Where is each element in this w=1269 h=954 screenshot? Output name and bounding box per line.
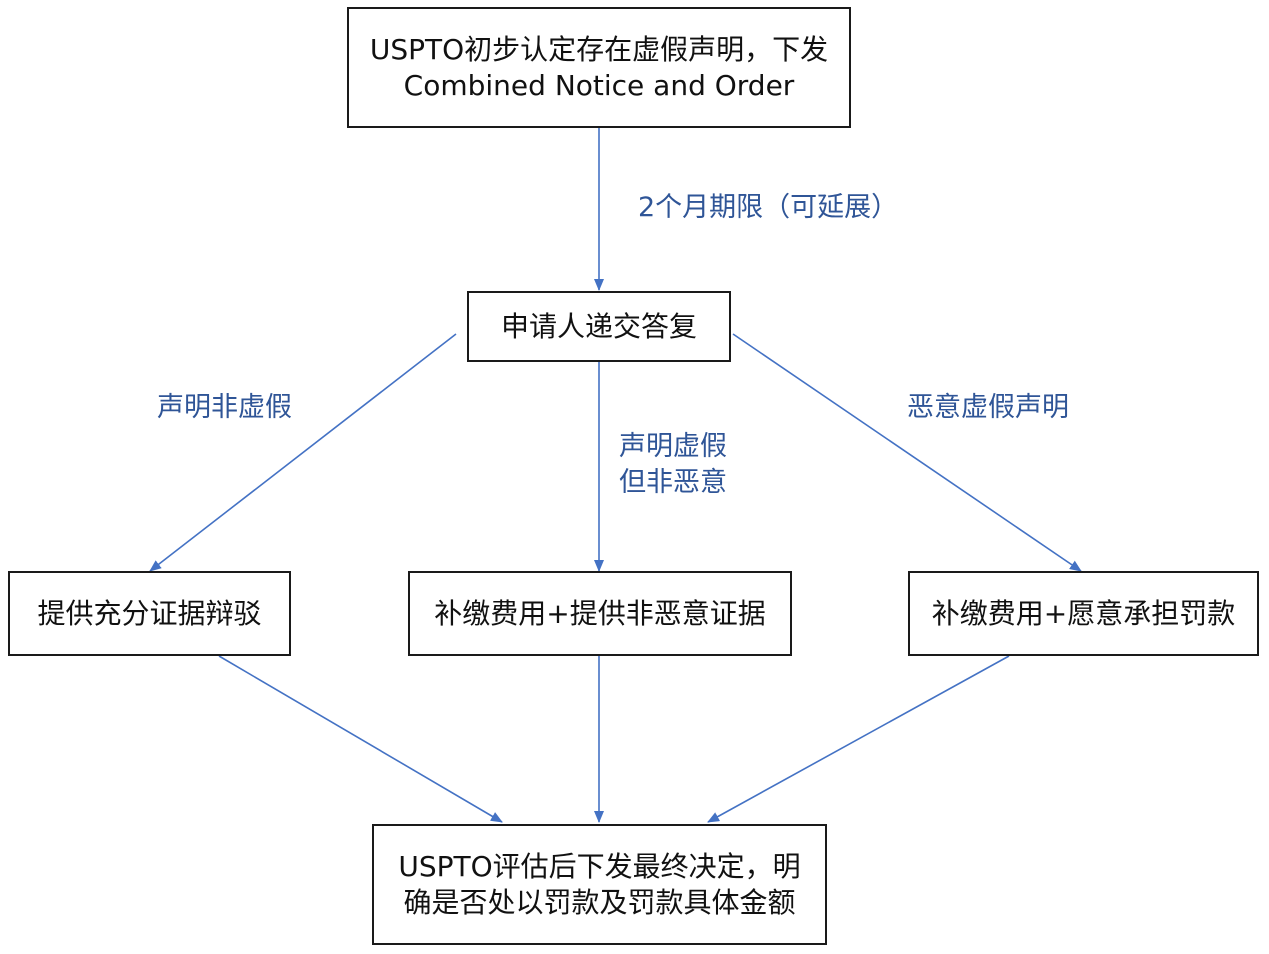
node-pay-fee-evidence-label: 补缴费用+提供非恶意证据: [434, 596, 766, 630]
edge-label-malicious-false: 恶意虚假声明: [907, 390, 1069, 426]
node-final-decision: USPTO评估后下发最终决定，明 确是否处以罚款及罚款具体金额: [372, 824, 827, 945]
edge-response-to-rebut: [149, 333, 457, 572]
node-rebut-evidence-label: 提供充分证据辩驳: [37, 596, 262, 630]
edge-label-false-not-malicious: 声明虚假 但非恶意: [619, 429, 727, 501]
edge-pay-penalty-to-final: [707, 655, 1010, 823]
node-final-decision-line2: 确是否处以罚款及罚款具体金额: [403, 885, 796, 919]
node-applicant-response-label: 申请人递交答复: [500, 309, 697, 343]
node-pay-fee-penalty: 补缴费用+愿意承担罚款: [908, 571, 1259, 656]
node-rebut-evidence: 提供充分证据辩驳: [8, 571, 291, 656]
node-initial-notice: USPTO初步认定存在虚假声明，下发 Combined Notice and O…: [347, 7, 851, 128]
edge-label-malicious-false-text: 恶意虚假声明: [907, 392, 1069, 423]
edge-label-deadline: 2个月期限（可延展）: [638, 190, 898, 226]
node-pay-fee-penalty-label: 补缴费用+愿意承担罚款: [931, 596, 1236, 630]
node-initial-notice-line2: Combined Notice and Order: [403, 68, 795, 102]
node-initial-notice-line1: USPTO初步认定存在虚假声明，下发: [369, 32, 829, 66]
edge-label-not-false-text: 声明非虚假: [157, 392, 292, 423]
edge-label-deadline-text: 2个月期限（可延展）: [638, 192, 899, 223]
node-pay-fee-evidence: 补缴费用+提供非恶意证据: [408, 571, 792, 656]
node-applicant-response: 申请人递交答复: [467, 291, 731, 362]
edge-label-false-not-malicious-line2: 但非恶意: [619, 467, 727, 498]
edge-label-not-false: 声明非虚假: [157, 390, 292, 426]
edge-label-false-not-malicious-line1: 声明虚假: [619, 431, 727, 462]
edge-rebut-to-final: [218, 655, 503, 823]
edge-response-to-pay-penalty: [732, 333, 1082, 572]
node-final-decision-line1: USPTO评估后下发最终决定，明: [398, 849, 801, 883]
